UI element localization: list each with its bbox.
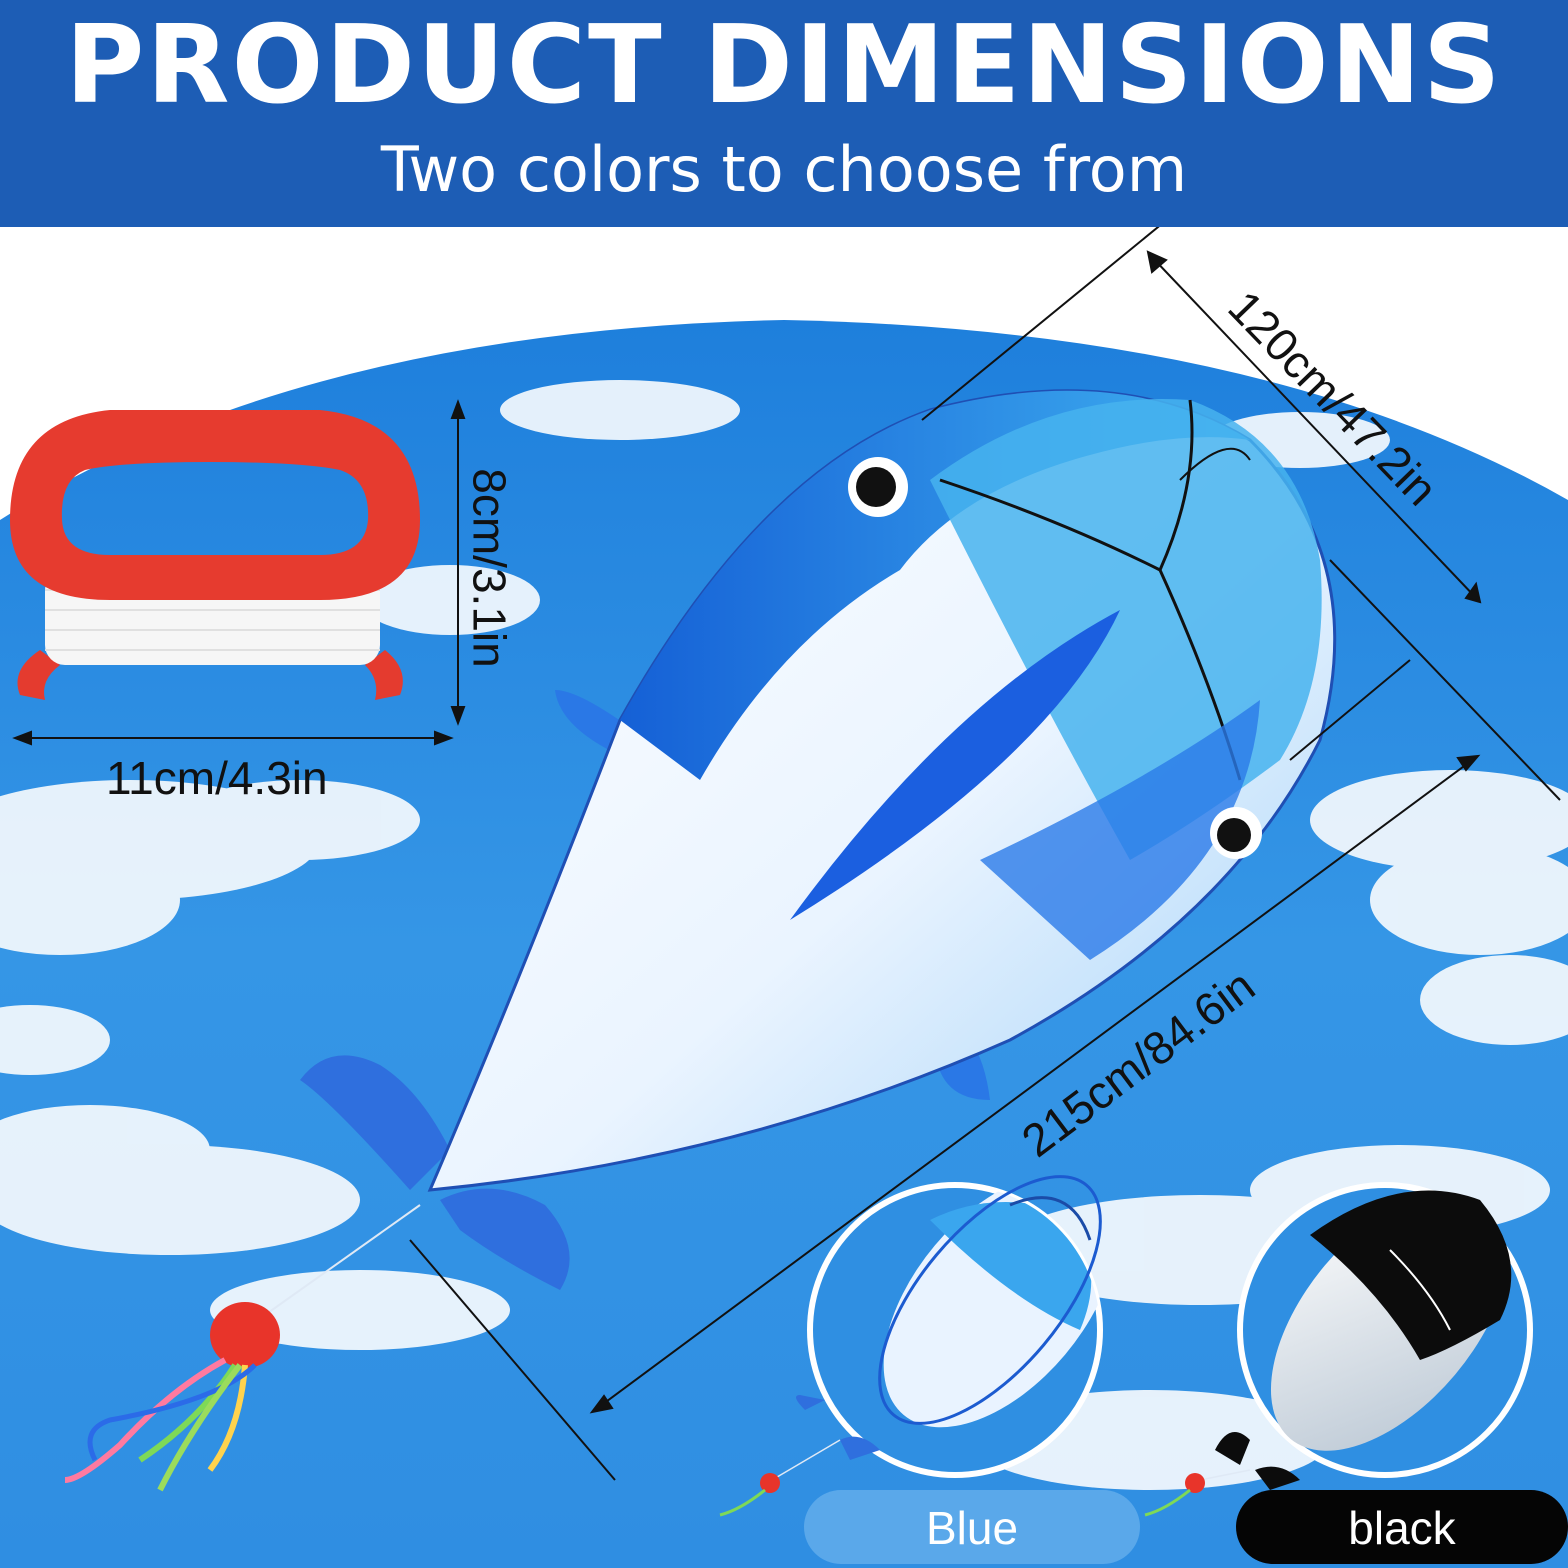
reel-height-label: 8cm/3.1in	[463, 468, 516, 668]
black-color-option[interactable]: black	[1236, 1490, 1568, 1564]
kite-line	[264, 1204, 421, 1316]
octopus-tail-illustration	[64, 1302, 280, 1492]
blue-color-option[interactable]: Blue	[804, 1490, 1140, 1564]
page-title: PRODUCT DIMENSIONS	[65, 3, 1503, 128]
black-option-thumbnail	[1144, 1182, 1533, 1517]
dimension-lines	[12, 204, 1561, 1481]
whale-kite-illustration	[300, 389, 1337, 1290]
blue-option-thumbnail	[719, 1175, 1103, 1517]
page-subtitle: Two colors to choose from	[380, 133, 1188, 206]
reel-width-label: 11cm/4.3in	[106, 752, 328, 804]
header-banner	[0, 0, 1568, 227]
kite-reel-illustration	[10, 410, 420, 700]
